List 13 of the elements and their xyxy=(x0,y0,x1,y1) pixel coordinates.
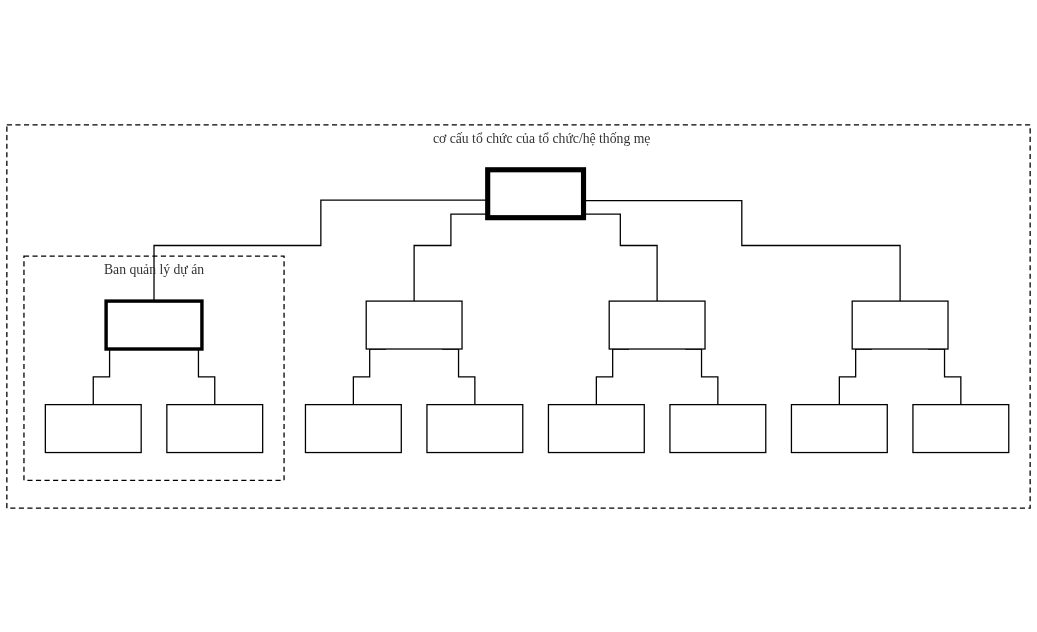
node-box xyxy=(790,403,888,453)
node-box xyxy=(44,403,142,453)
node-box xyxy=(912,403,1010,453)
node-box xyxy=(104,298,204,351)
node-box xyxy=(426,403,524,453)
node-box xyxy=(485,166,587,220)
node-box xyxy=(669,403,767,453)
node-box xyxy=(547,403,645,453)
node-box xyxy=(304,403,402,453)
node-box xyxy=(608,299,706,350)
node-box xyxy=(365,299,463,350)
node-box xyxy=(851,299,949,350)
node-box xyxy=(166,403,264,453)
